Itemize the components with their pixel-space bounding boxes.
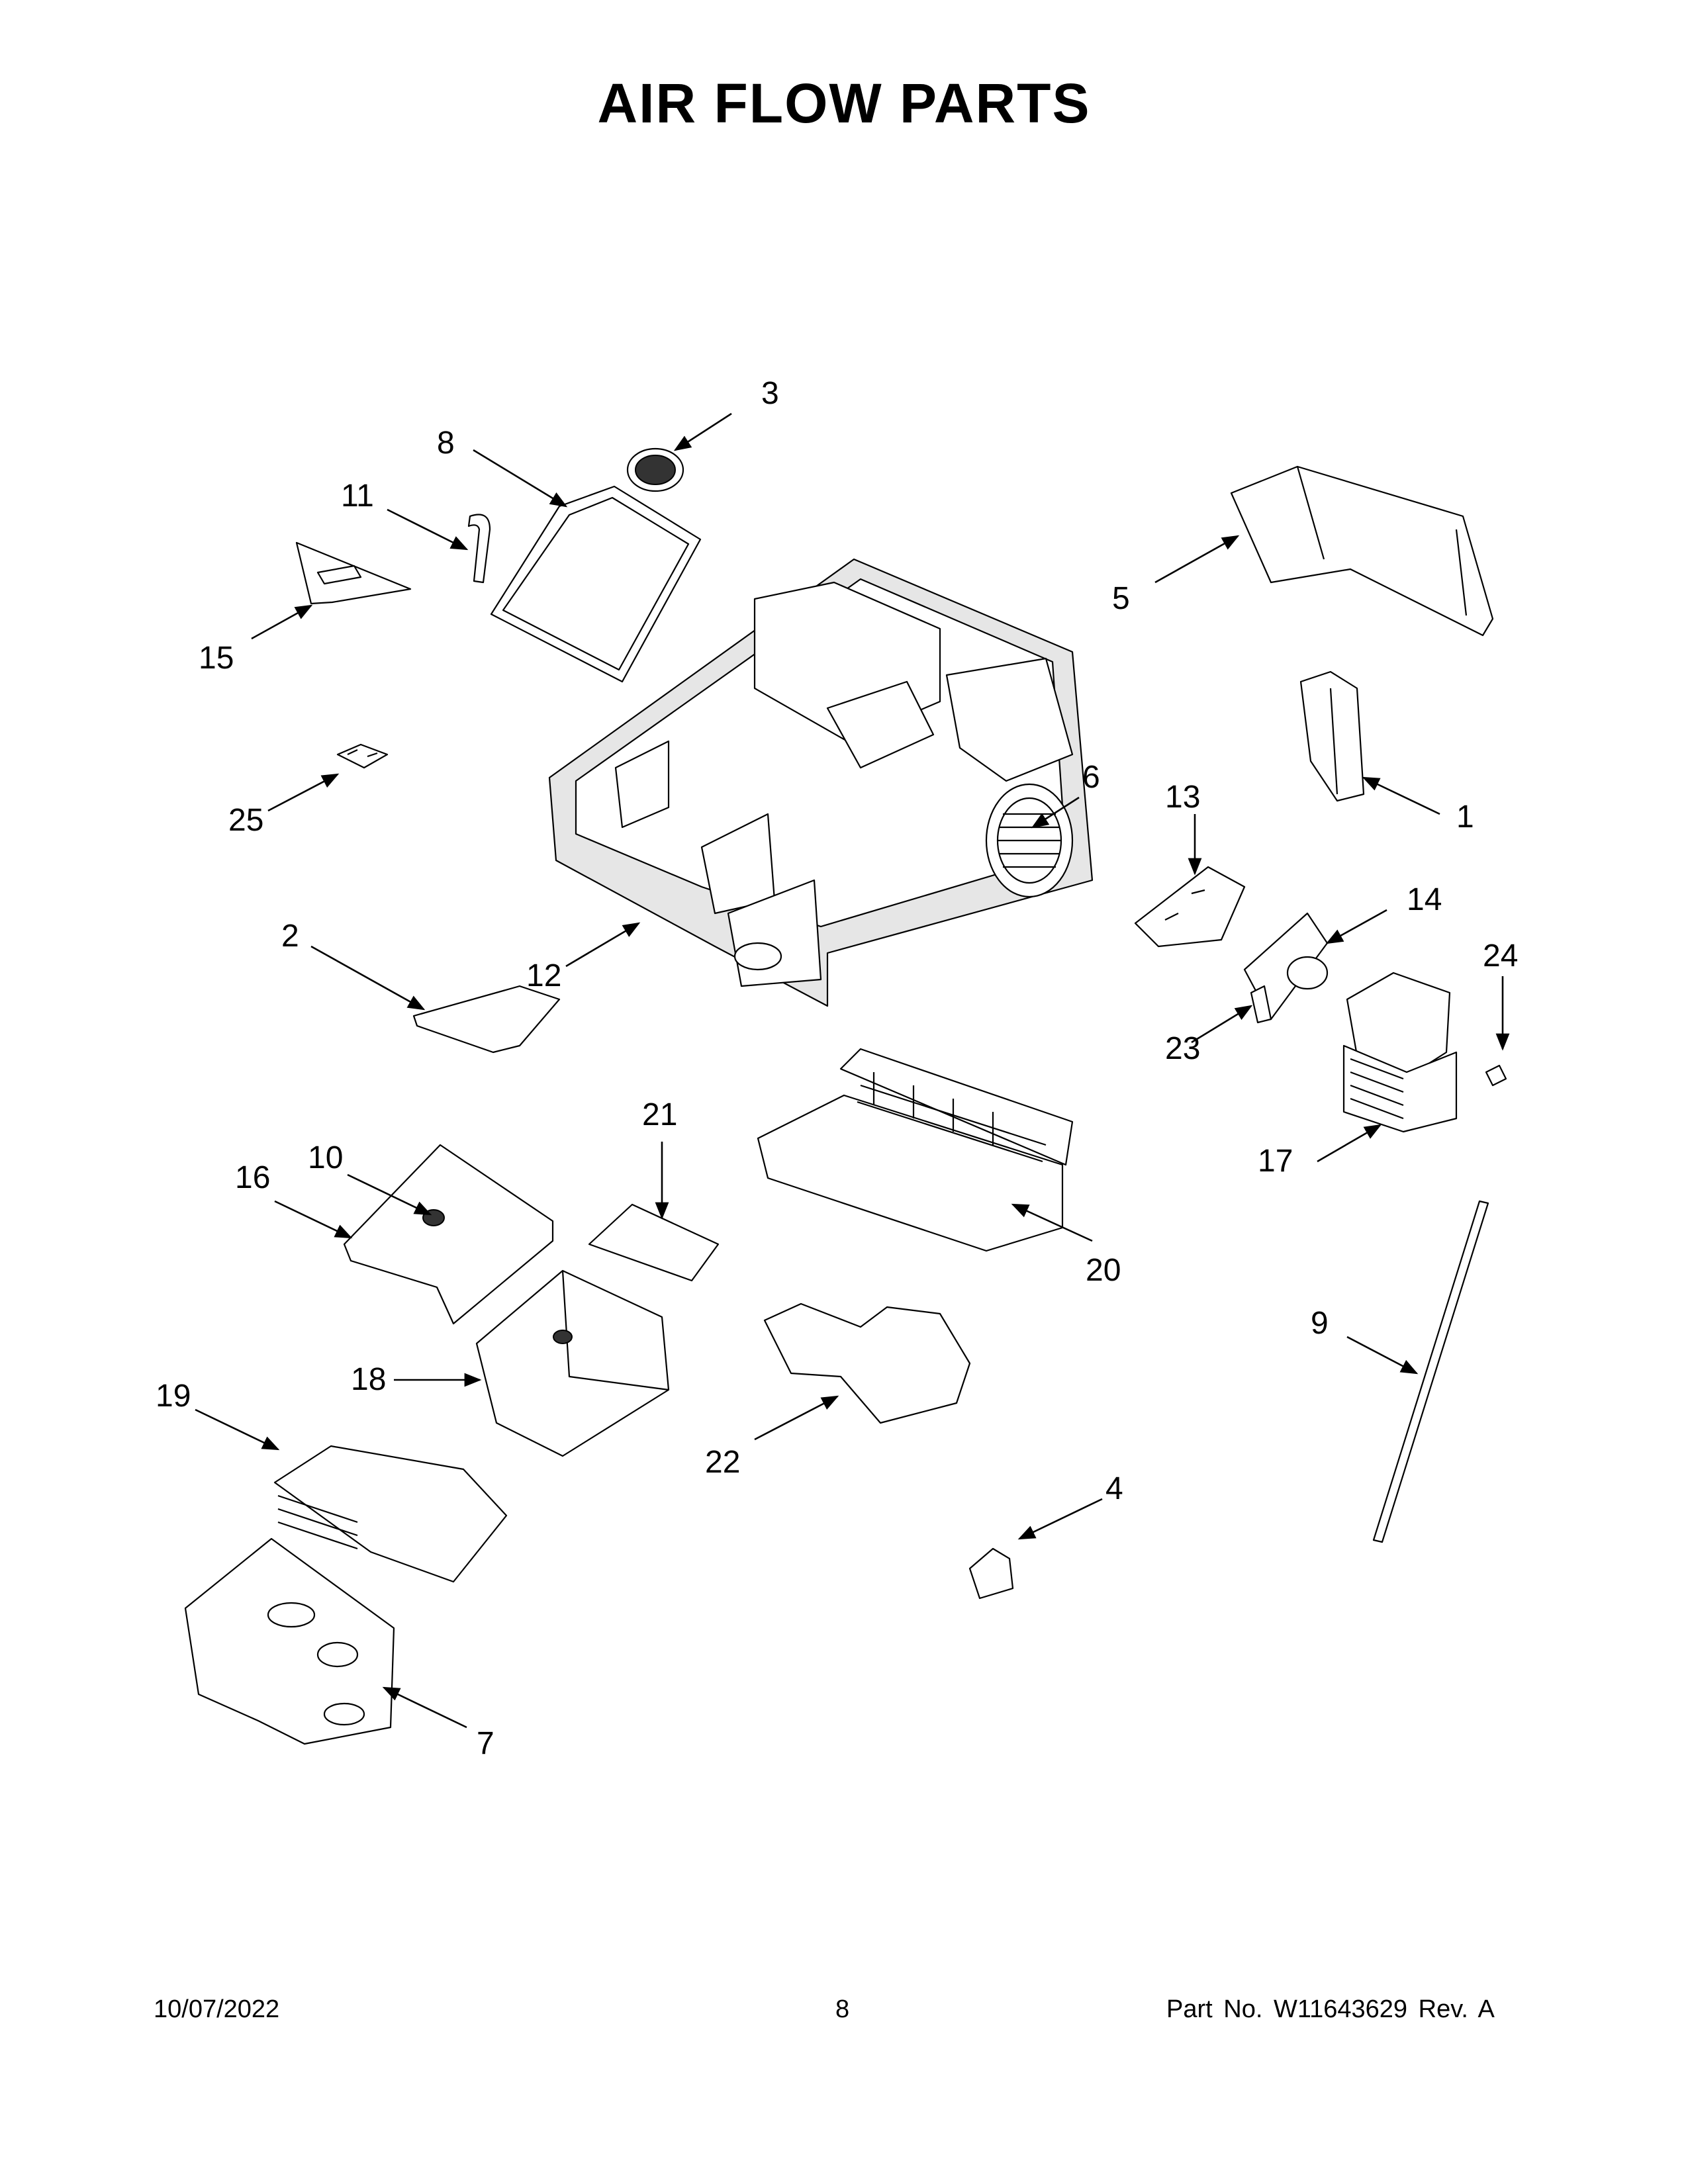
callout-19: 19 (156, 1379, 191, 1414)
footer-date: 10/07/2022 (154, 1995, 280, 2023)
callout-2: 2 (281, 919, 299, 954)
part-5-bracket (1230, 465, 1494, 637)
callout-4: 4 (1105, 1471, 1123, 1506)
footer-page-number: 8 (835, 1995, 850, 2023)
part-2-cover-plate (412, 985, 561, 1054)
callout-14: 14 (1407, 882, 1442, 917)
part-20-grille-tray (757, 1048, 1074, 1252)
part-12-base-housing (548, 558, 1094, 1007)
callout-16: 16 (235, 1160, 270, 1195)
part-11-tube (467, 514, 491, 584)
footer-part-number: Part No. W11643629 Rev. A (1166, 1995, 1495, 2024)
callout-11: 11 (341, 478, 374, 514)
part-19-guide-bracket (273, 1445, 508, 1583)
part-no-label: Part No. (1166, 1995, 1263, 2023)
part-21-flat-sheet (588, 1203, 720, 1282)
rev-label: Rev. (1418, 1995, 1468, 2023)
callout-13: 13 (1165, 780, 1200, 815)
part-no-value: W11643629 (1273, 1995, 1408, 2023)
callout-7: 7 (477, 1726, 494, 1761)
part-9-rod (1372, 1200, 1489, 1543)
part-25-small-board (336, 743, 389, 769)
part-15-label-plate (295, 541, 412, 605)
callout-leaders (195, 412, 1510, 1729)
callout-24: 24 (1483, 938, 1518, 974)
part-3-fan-grille (626, 447, 684, 492)
callout-12: 12 (526, 958, 561, 993)
callout-20: 20 (1086, 1253, 1121, 1288)
callout-17: 17 (1258, 1144, 1293, 1179)
part-7-shield-box (184, 1537, 395, 1745)
part-4-latch (968, 1547, 1014, 1600)
callout-22: 22 (705, 1445, 740, 1480)
part-22-air-duct (763, 1302, 971, 1424)
part-16-cover-shell (343, 1144, 554, 1325)
part-8-grease-filter-frame (490, 485, 702, 683)
part-17-transformer (1342, 972, 1458, 1133)
callout-labels: 1 2 3 4 5 6 7 8 9 10 11 12 13 14 15 16 1… (156, 376, 1518, 1761)
part-13-circuit-board (1134, 866, 1246, 948)
part-1-bracket (1299, 670, 1365, 802)
callout-6: 6 (1082, 760, 1100, 795)
callout-21: 21 (642, 1097, 677, 1132)
callout-3: 3 (761, 376, 779, 411)
page-title: AIR FLOW PARTS (597, 72, 1091, 134)
callout-18: 18 (351, 1362, 386, 1397)
part-23-fan-motor (1250, 956, 1329, 1024)
callout-23: 23 (1165, 1031, 1200, 1066)
part-24-clip (1485, 1064, 1507, 1087)
callout-9: 9 (1311, 1306, 1329, 1341)
callout-5: 5 (1112, 581, 1130, 616)
callout-1: 1 (1456, 799, 1474, 835)
rev-value: A (1477, 1995, 1495, 2023)
part-18-duct-box (475, 1269, 670, 1457)
callout-10: 10 (308, 1140, 343, 1175)
callout-8: 8 (437, 426, 455, 461)
callout-15: 15 (199, 641, 234, 676)
callout-25: 25 (228, 803, 263, 838)
